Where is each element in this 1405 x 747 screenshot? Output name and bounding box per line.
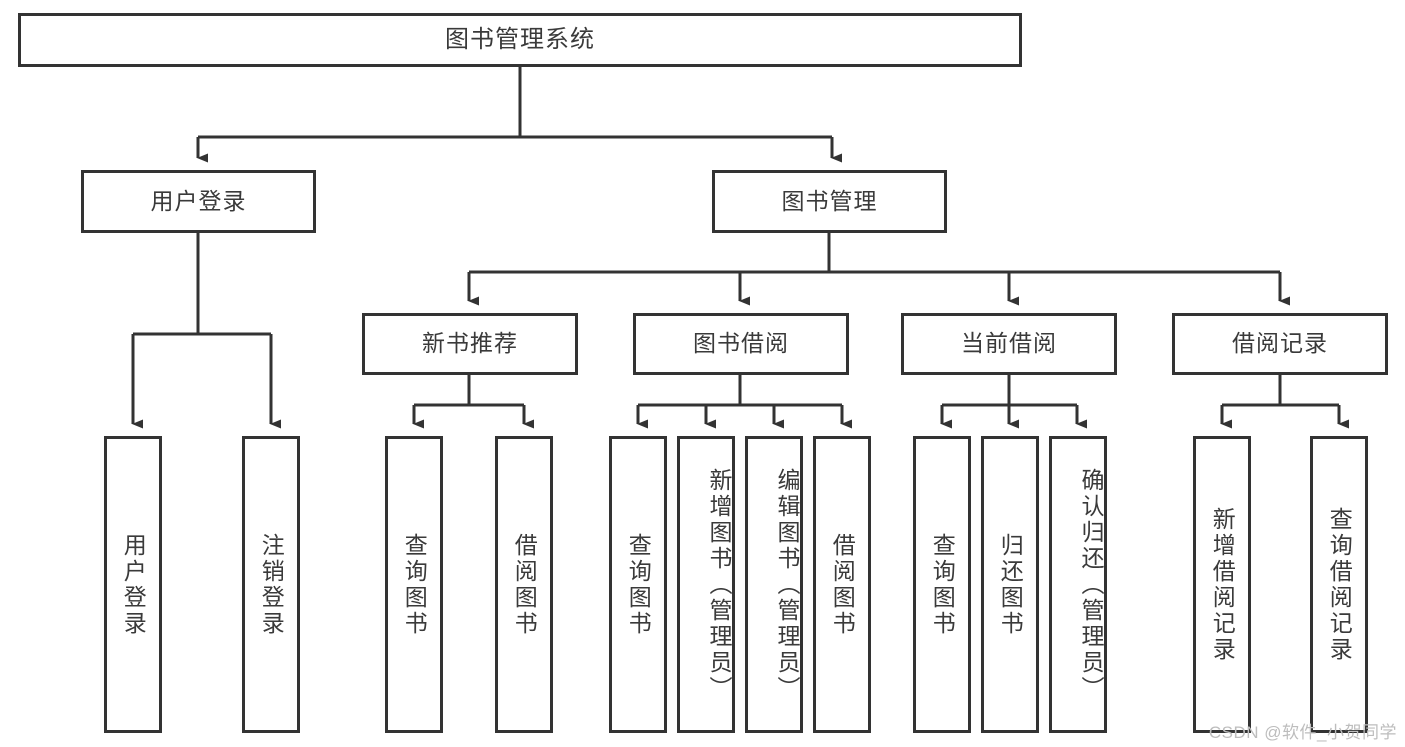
watermark: CSDN @软件_小贺同学 xyxy=(1208,723,1397,742)
leaf-user-login[interactable]: 用户登录 xyxy=(104,436,162,733)
node-label: 编辑图书（管理员） xyxy=(774,467,800,702)
node-label: 查询图书 xyxy=(625,532,652,637)
node-label: 图书管理系统 xyxy=(445,25,595,53)
node-label: 新增图书（管理员） xyxy=(706,467,732,702)
leaf-query-book-current[interactable]: 查询图书 xyxy=(913,436,971,733)
node-label: 图书管理 xyxy=(781,187,878,214)
node-label: 当前借阅 xyxy=(961,330,1057,357)
node-current-borrow[interactable]: 当前借阅 xyxy=(901,313,1117,375)
node-label: 新增借阅记录 xyxy=(1209,506,1236,663)
leaf-edit-book-admin[interactable]: 编辑图书（管理员） xyxy=(745,436,803,733)
node-label: 确认归还（管理员） xyxy=(1078,467,1104,702)
leaf-borrow-book-recommend[interactable]: 借阅图书 xyxy=(495,436,553,733)
leaf-query-book-borrow[interactable]: 查询图书 xyxy=(609,436,667,733)
leaf-borrow-book[interactable]: 借阅图书 xyxy=(813,436,871,733)
node-label: 用户登录 xyxy=(120,532,147,637)
node-label: 图书借阅 xyxy=(693,330,789,357)
leaf-return-book[interactable]: 归还图书 xyxy=(981,436,1039,733)
node-borrow-record[interactable]: 借阅记录 xyxy=(1172,313,1388,375)
leaf-confirm-return-admin[interactable]: 确认归还（管理员） xyxy=(1049,436,1107,733)
node-label: 借阅图书 xyxy=(511,532,538,637)
leaf-add-book-admin[interactable]: 新增图书（管理员） xyxy=(677,436,735,733)
node-label: 查询图书 xyxy=(929,532,956,637)
leaf-query-book-recommend[interactable]: 查询图书 xyxy=(385,436,443,733)
node-label: 新书推荐 xyxy=(422,330,518,357)
node-label: 借阅图书 xyxy=(829,532,856,637)
node-label: 用户登录 xyxy=(150,187,247,214)
node-label: 借阅记录 xyxy=(1232,330,1328,357)
leaf-query-borrow-record[interactable]: 查询借阅记录 xyxy=(1310,436,1368,733)
leaf-logout[interactable]: 注销登录 xyxy=(242,436,300,733)
node-user-login[interactable]: 用户登录 xyxy=(81,170,316,233)
node-label: 归还图书 xyxy=(997,532,1024,637)
node-book-management[interactable]: 图书管理 xyxy=(712,170,947,233)
node-new-book-recommend[interactable]: 新书推荐 xyxy=(362,313,578,375)
node-label: 查询借阅记录 xyxy=(1326,506,1353,663)
node-label: 查询图书 xyxy=(401,532,428,637)
node-book-borrow[interactable]: 图书借阅 xyxy=(633,313,849,375)
node-label: 注销登录 xyxy=(258,532,285,637)
node-book-management-system[interactable]: 图书管理系统 xyxy=(18,13,1022,67)
leaf-add-borrow-record[interactable]: 新增借阅记录 xyxy=(1193,436,1251,733)
